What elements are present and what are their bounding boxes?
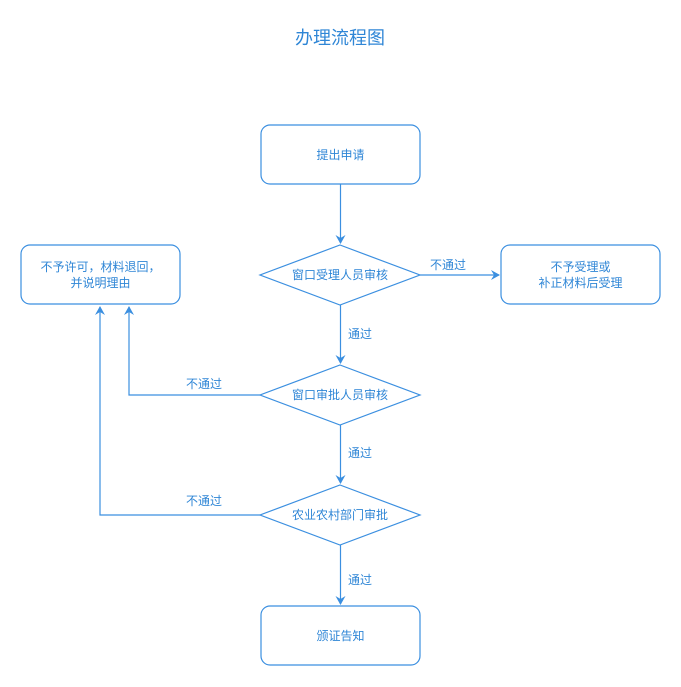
- edge-dept-pass: 通过: [335, 545, 372, 605]
- node-window-approve-label: 窗口审批人员审核: [292, 387, 388, 402]
- edge-approve-fail: 不通过: [124, 306, 260, 396]
- edge-approve-pass-label: 通过: [348, 446, 372, 460]
- node-rejected-line1: 不予许可，材料退回，: [40, 260, 160, 274]
- node-not-accepted-line1: 不予受理或: [550, 260, 610, 274]
- edge-approve-fail-label: 不通过: [186, 377, 222, 391]
- node-not-accepted-line2: 补正材料后受理: [538, 276, 622, 290]
- node-agri-dept-label: 农业农村部门审批: [292, 507, 388, 522]
- node-apply: 提出申请: [260, 124, 421, 185]
- node-agri-dept: 农业农村部门审批: [258, 484, 422, 546]
- node-certificate: 颁证告知: [260, 605, 421, 666]
- node-window-accept: 窗口受理人员审核: [258, 244, 422, 306]
- node-window-accept-label: 窗口受理人员审核: [292, 267, 388, 282]
- node-rejected-line2: 并说明理由: [70, 275, 130, 290]
- edge-dept-fail: 不通过: [95, 306, 260, 516]
- edge-accept-fail: 不通过: [420, 258, 500, 280]
- edge-accept-fail-label: 不通过: [430, 258, 466, 272]
- edge-accept-pass: 通过: [335, 305, 372, 364]
- diagram-title: 办理流程图: [295, 28, 385, 49]
- edge-accept-pass-label: 通过: [348, 327, 372, 341]
- edge-dept-pass-label: 通过: [348, 573, 372, 587]
- node-window-approve: 窗口审批人员审核: [258, 364, 422, 426]
- node-apply-label: 提出申请: [316, 147, 364, 162]
- edge-approve-pass: 通过: [335, 425, 372, 484]
- edge-dept-fail-label: 不通过: [186, 494, 222, 508]
- node-certificate-label: 颁证告知: [316, 628, 364, 643]
- node-rejected: 不予许可，材料退回， 并说明理由: [20, 244, 181, 305]
- node-not-accepted: 不予受理或 补正材料后受理: [500, 244, 661, 305]
